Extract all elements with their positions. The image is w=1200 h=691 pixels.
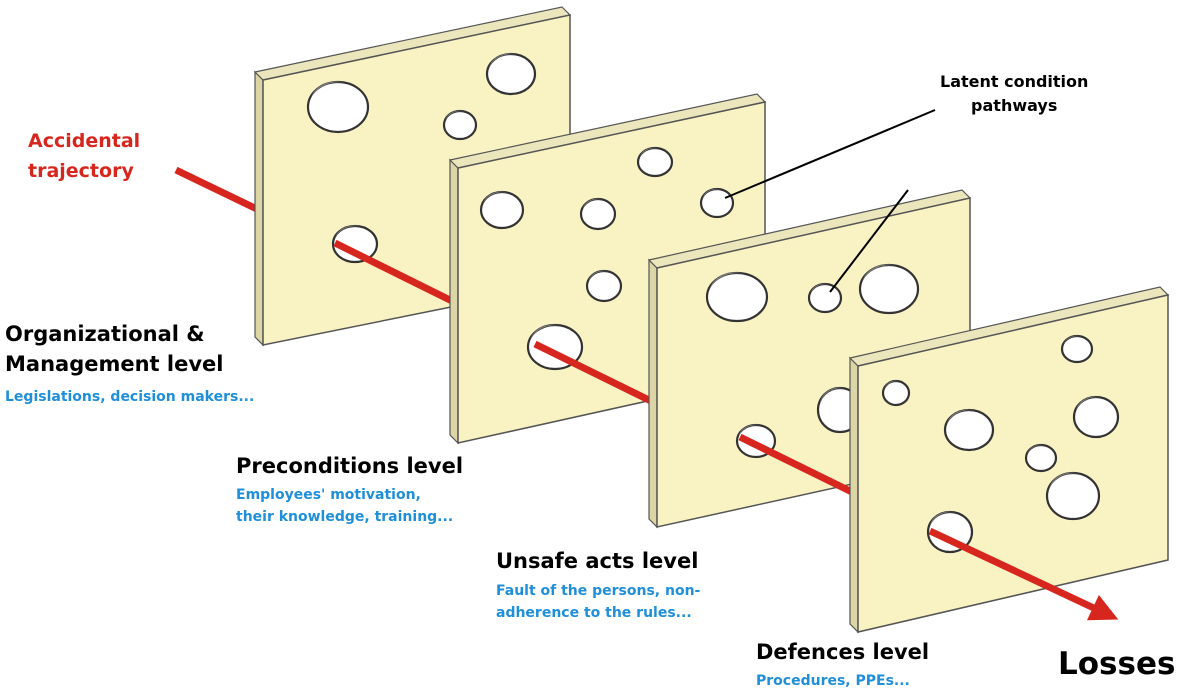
unsafe-acts-level-description: Fault of the persons, non- adherence to … — [496, 583, 701, 621]
trajectory-segment-1 — [174, 166, 265, 216]
trajectory-segment-2 — [333, 239, 460, 308]
slice-defences — [848, 286, 1170, 634]
latent-pointers — [724, 109, 936, 293]
slices-group — [174, 6, 1170, 634]
defences-level-title: Defences level — [756, 640, 930, 664]
trajectory-arrow — [928, 527, 1119, 621]
slice-preconditions-side — [449, 158, 459, 445]
trajectory-segment-4 — [738, 433, 860, 499]
latent-pointer-1 — [724, 109, 936, 199]
losses-label: Losses — [1058, 646, 1176, 682]
slice-defences-side — [849, 356, 859, 634]
unsafe-acts-level-title: Unsafe acts level — [496, 549, 699, 573]
slice-unsafe-acts-side — [648, 258, 658, 529]
latent-pointer-2 — [829, 189, 909, 293]
organizational-level-title: Organizational & Management level — [5, 322, 224, 376]
organizational-level-description: Legislations, decision makers... — [5, 389, 255, 405]
trajectory-segment-3 — [533, 340, 659, 408]
preconditions-level-description: Employees' motivation, their knowledge, … — [236, 487, 454, 525]
latent-condition-pathways-label: Latent condition pathways — [940, 72, 1089, 115]
defences-level-description: Procedures, PPEs... — [756, 673, 910, 689]
preconditions-level-title: Preconditions level — [236, 454, 464, 478]
slice-organizational-side — [254, 70, 264, 347]
accidental-trajectory-label: Accidental trajectory — [28, 130, 141, 182]
